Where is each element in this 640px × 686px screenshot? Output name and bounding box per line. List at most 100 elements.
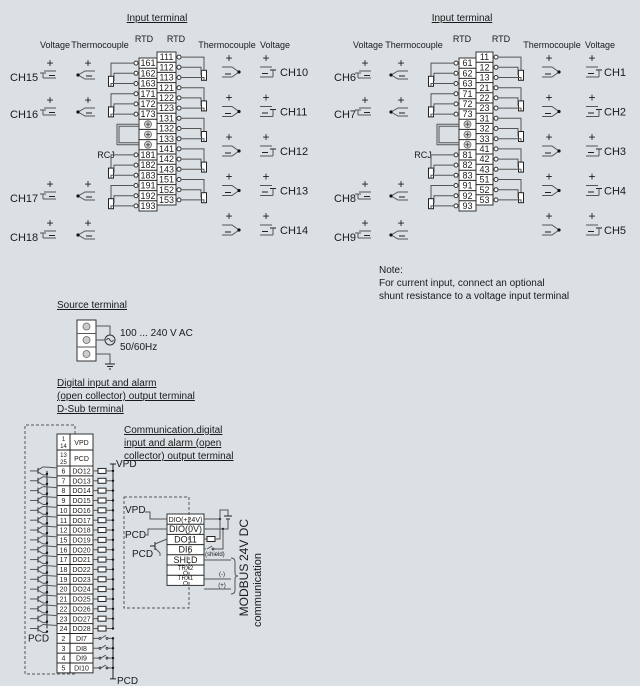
terminal-dot [133,111,139,117]
pin-number: 2 [62,636,66,643]
thermocouple-icon: + [76,93,95,117]
rtd-wiring [498,148,524,173]
transistor-icon [30,574,58,584]
rtd-wiring [428,62,454,87]
terminal-dot [176,126,182,131]
voltage-source-icon: + [355,177,371,200]
terminal-dot [176,105,182,111]
terminal-dot [453,81,459,86]
terminal-number: 12 [479,62,489,72]
junction-dot [111,627,115,630]
transistor-icon [30,564,58,574]
thermocouple-icon: + [542,170,561,196]
terminal-number: 83 [462,170,472,180]
plus-sign: + [545,91,552,105]
terminal-number: 173 [140,109,155,119]
terminal-dot [133,81,139,86]
junction-dot [237,188,241,193]
comm-pin-label: TRX2 [178,566,194,572]
thermocouple-icon: + [76,177,95,201]
pin-number: 9 [62,498,66,505]
plus-sign: + [588,209,595,223]
thermocouple-label: Thermocouple [198,40,256,50]
junction-dot [389,110,393,114]
thermocouple-icon: + [389,177,408,201]
terminal-number: 172 [140,99,155,109]
pin-number: 3 [62,646,66,653]
transistor-icon [30,495,58,505]
terminal-number: 183 [140,170,155,180]
terminal-dot [133,203,139,209]
transistor-icon [30,624,58,634]
terminal-dot [453,70,459,76]
rtd-wiring [498,87,524,112]
supply-label: 24V DC [237,519,251,561]
load-resistor-icon [97,536,107,543]
shield-label: (shield) [205,552,225,558]
modbus-label: MODBUS [237,564,251,617]
transistor-icon [30,466,58,476]
screw-icon [144,140,152,149]
voltage-label: Voltage [585,40,615,50]
terminal-number: 131 [159,113,174,123]
load-resistor-icon [97,477,107,484]
junction-dot [389,73,393,77]
pin-label: DO27 [72,616,90,623]
pin-number: 20 [60,587,68,594]
channel-label: CH14 [280,225,308,237]
input-terminal-title: Input terminal [432,13,493,24]
junction-dot [45,531,49,535]
screw-icon [82,336,91,344]
pcd-label: PCD [28,633,49,644]
junction-dot [76,194,80,198]
rtd-wiring [181,56,207,81]
plus-sign: + [225,170,232,184]
voltage-source-icon: + [40,216,56,239]
pin-number: 17 [60,557,68,564]
junction-dot [45,610,49,614]
junction-dot [111,656,115,660]
junction-dot [111,528,115,532]
terminal-dot [493,156,499,162]
rtd-wiring [181,87,207,112]
voltage-source-icon: + [260,91,276,117]
pin-label: DO16 [72,508,90,515]
plus-sign: + [262,91,269,105]
terminal-dot [493,75,499,80]
thermocouple-icon: + [542,51,561,78]
plus-sign: + [225,51,232,65]
transistor-icon [30,476,58,486]
terminal-strip-right [156,51,177,206]
pin-number: 4 [62,656,66,663]
thermocouple-icon: + [542,91,561,117]
load-resistor-icon [97,586,107,593]
plus-sign: + [361,56,368,70]
plus-sign: + [225,209,232,223]
plus-sign: + [46,216,53,230]
voltage-source-icon: + [586,51,602,78]
pin-number: 11 [60,518,67,525]
comm-pin-label: DIO(+24V) [169,517,203,524]
thermocouple-label: Thermocouple [71,40,129,50]
pin-label: DO13 [72,478,90,485]
terminal-number: 123 [159,103,174,113]
plus-sign: + [225,130,232,144]
terminal-dot [453,172,459,178]
rtd-wiring [181,179,207,204]
pcd-label: PCD [125,530,146,541]
pin-label: VPD [74,440,88,447]
load-resistor-icon [97,576,107,583]
terminal-number: 62 [462,68,472,78]
junction-dot [45,541,49,545]
junction-dot [111,568,115,571]
terminal-number: 181 [140,150,155,160]
